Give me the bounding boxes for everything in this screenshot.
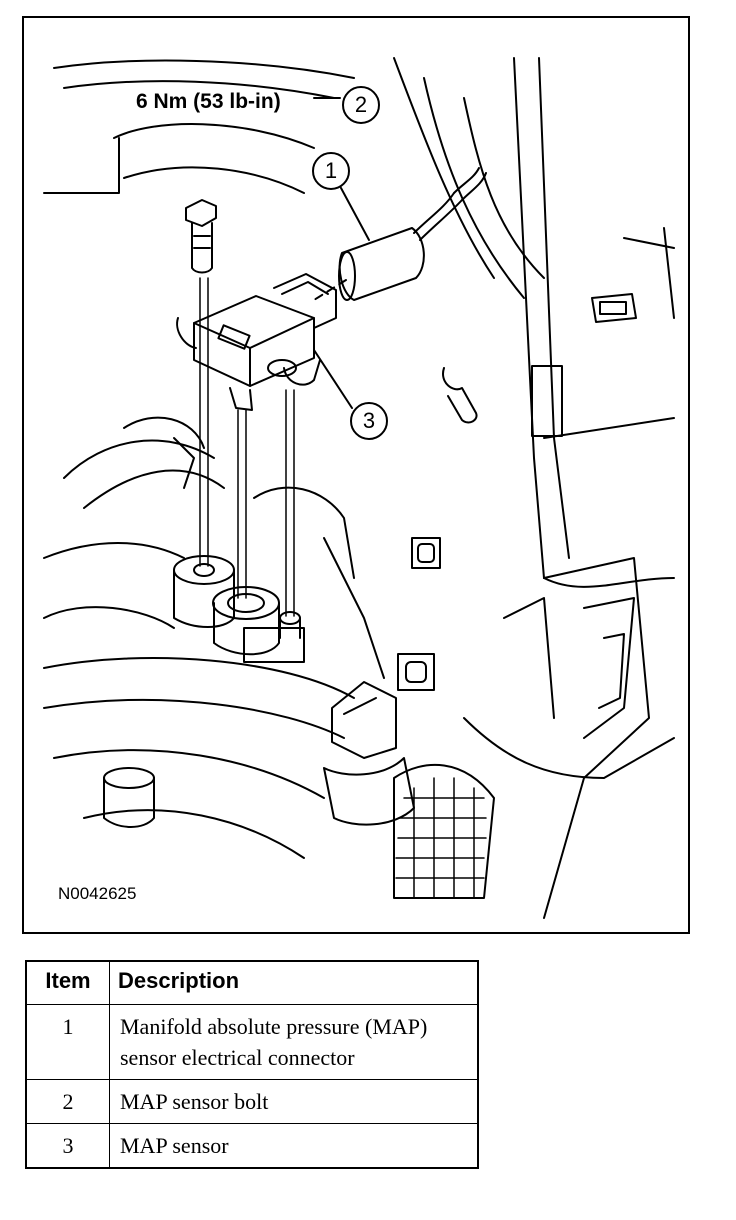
- figure-id: N0042625: [58, 884, 137, 903]
- item-description: MAP sensor bolt: [109, 1079, 479, 1124]
- item-number: 2: [25, 1079, 110, 1124]
- diagram-figure: 6 Nm (53 lb-in) 2 1 3 N0042625: [22, 16, 690, 934]
- table-row: 3 MAP sensor: [25, 1123, 479, 1169]
- item-description: MAP sensor: [109, 1123, 479, 1169]
- map-electrical-connector: [338, 167, 487, 301]
- legend-table: Item Description 1 Manifold absolute pre…: [25, 960, 479, 1169]
- map-sensor-illustration: [43, 57, 675, 919]
- torque-spec-label: 6 Nm (53 lb-in): [136, 90, 281, 113]
- callout-1: 1: [312, 152, 350, 190]
- leader-line-1: [340, 187, 370, 241]
- braided-hose: [393, 763, 495, 899]
- leader-line-3: [313, 349, 353, 409]
- hose-clamp: [323, 681, 415, 826]
- manifold-bosses: [173, 555, 305, 663]
- callout-3: 3: [350, 402, 388, 440]
- nut-shape: [591, 293, 637, 323]
- bracket-edge: [513, 57, 545, 579]
- header-description: Description: [109, 960, 479, 1005]
- table-row: 2 MAP sensor bolt: [25, 1079, 479, 1124]
- map-sensor-body: [176, 273, 337, 411]
- item-number: 1: [25, 1004, 110, 1080]
- item-description: Manifold absolute pressure (MAP) sensor …: [109, 1004, 479, 1080]
- lower-bracket: [543, 557, 650, 919]
- engine-outline: [53, 59, 355, 79]
- item-number: 3: [25, 1123, 110, 1169]
- header-item: Item: [25, 960, 110, 1005]
- table-row: 1 Manifold absolute pressure (MAP) senso…: [25, 1004, 479, 1080]
- legend-header-row: Item Description: [25, 960, 479, 1005]
- callout-2: 2: [342, 86, 380, 124]
- map-sensor-bolt: [185, 199, 217, 274]
- stud-shape: [442, 367, 478, 424]
